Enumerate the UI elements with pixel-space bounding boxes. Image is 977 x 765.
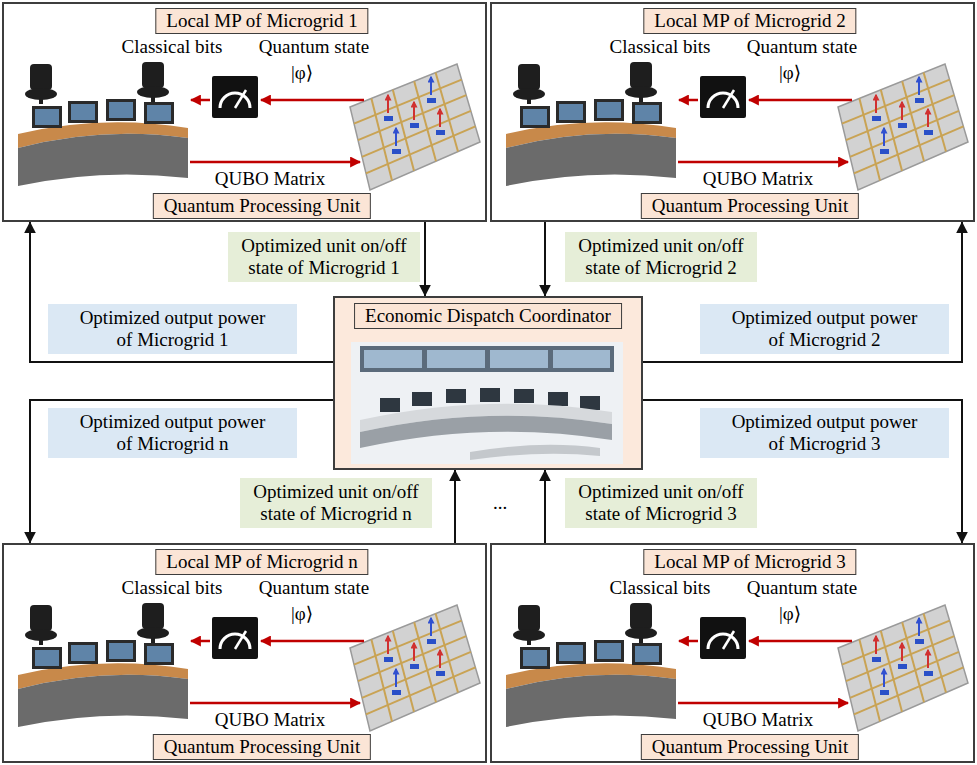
bits-label: Classical bits: [610, 577, 711, 599]
processing-unit-label: Quantum Processing Unit: [641, 734, 859, 760]
control-room: [351, 342, 623, 464]
signal-arrow: [544, 470, 546, 543]
panel-heading: Local MP of Microgrid 1: [155, 8, 368, 34]
panel-heading: Local MP of Microgrid 2: [643, 8, 856, 34]
panel-illustration: [506, 603, 968, 731]
panel-heading: Local MP of Microgrid n: [155, 549, 368, 575]
power-signal-label: Optimized output power of Microgrid 1: [48, 304, 297, 354]
status-signal-label: Optimized unit on/off state of Microgrid…: [565, 232, 757, 282]
panel-illustration: [506, 62, 968, 190]
bits-label: Classical bits: [122, 577, 223, 599]
illustration-part: [351, 342, 623, 464]
signal-arrow: [424, 222, 426, 296]
coordinator-box: Economic Dispatch Coordinator: [333, 296, 643, 470]
illustration-part: [446, 389, 466, 403]
ellipsis-mark: ...: [493, 492, 507, 514]
panel-illustration: [18, 62, 480, 190]
illustration-part: [470, 445, 600, 460]
bits-label: Classical bits: [122, 36, 223, 58]
state-label: Quantum state: [259, 577, 369, 599]
processing-unit-label: Quantum Processing Unit: [641, 193, 859, 219]
illustration-part: [514, 389, 534, 403]
illustration-part: [360, 416, 612, 448]
status-signal-label: Optimized unit on/off state of Microgrid…: [565, 478, 757, 528]
processing-unit-label: Quantum Processing Unit: [153, 734, 371, 760]
state-symbol: |φ⟩: [779, 62, 801, 84]
matrix-label: QUBO Matrix: [703, 709, 813, 731]
panel-illustration: [18, 603, 480, 731]
power-signal-label: Optimized output power of Microgrid n: [48, 408, 297, 458]
state-label: Quantum state: [747, 36, 857, 58]
illustration-part: [412, 392, 432, 406]
bits-label: Classical bits: [610, 36, 711, 58]
matrix-label: QUBO Matrix: [215, 709, 325, 731]
power-signal-label: Optimized output power of Microgrid 3: [700, 408, 949, 458]
processing-unit-label: Quantum Processing Unit: [153, 193, 371, 219]
illustration-part: [490, 350, 548, 368]
state-label: Quantum state: [747, 577, 857, 599]
status-signal-label: Optimized unit on/off state of Microgrid…: [240, 478, 432, 528]
illustration-part: [360, 346, 614, 372]
illustration-part: [548, 392, 568, 406]
illustration-part: [380, 398, 400, 412]
illustration-part: [364, 350, 610, 368]
illustration-part: [553, 350, 610, 368]
panel-heading: Local MP of Microgrid 3: [643, 549, 856, 575]
illustration-part: [580, 396, 600, 410]
coordinator-title: Economic Dispatch Coordinator: [354, 303, 622, 329]
illustration-part: [427, 350, 485, 368]
illustration-part: [364, 350, 422, 368]
signal-arrow: [454, 470, 456, 543]
matrix-label: QUBO Matrix: [215, 168, 325, 190]
coordinator-fill: [333, 296, 643, 470]
state-label: Quantum state: [259, 36, 369, 58]
power-signal-label: Optimized output power of Microgrid 2: [700, 304, 949, 354]
state-symbol: |φ⟩: [291, 603, 313, 625]
state-symbol: |φ⟩: [779, 603, 801, 625]
illustration-part: [480, 388, 500, 402]
matrix-label: QUBO Matrix: [703, 168, 813, 190]
state-symbol: |φ⟩: [291, 62, 313, 84]
signal-arrow: [544, 222, 546, 296]
status-signal-label: Optimized unit on/off state of Microgrid…: [228, 232, 420, 282]
